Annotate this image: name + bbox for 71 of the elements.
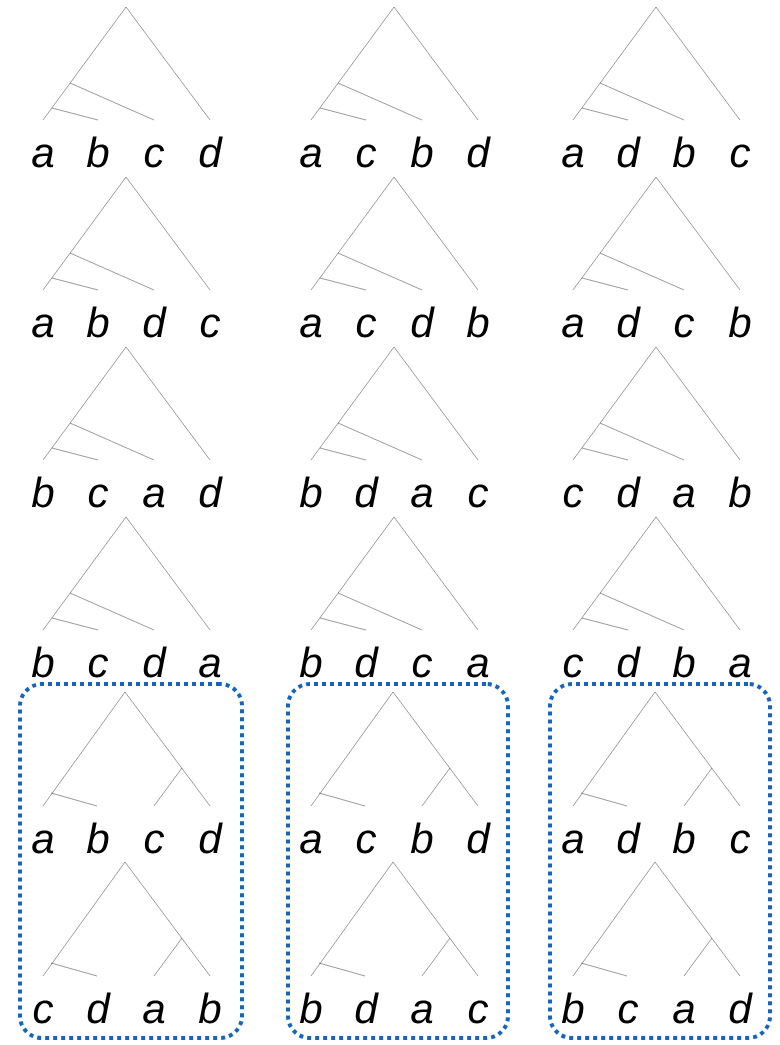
leaf-label: c — [563, 654, 584, 678]
leaf-label: d — [355, 992, 379, 1024]
leaf-label: c — [468, 484, 489, 508]
leaf-label: d — [729, 992, 753, 1024]
leaf-label: c — [144, 830, 165, 854]
leaf-label: a — [32, 830, 54, 854]
leaf-label: b — [31, 476, 54, 508]
leaf-label: d — [617, 476, 641, 508]
dotted-box — [286, 682, 510, 1040]
leaf-label: d — [617, 306, 641, 338]
leaf-label: c — [412, 654, 433, 678]
leaf-label: a — [32, 144, 54, 168]
leaf-label: d — [617, 822, 641, 854]
leaf-label: a — [673, 1000, 695, 1024]
leaf-label: b — [728, 306, 751, 338]
leaf-label: b — [410, 136, 433, 168]
leaf-label: a — [300, 144, 322, 168]
leaf-label: a — [199, 654, 221, 678]
leaf-label: a — [411, 1000, 433, 1024]
leaf-label: c — [200, 314, 221, 338]
leaf-label: d — [467, 822, 491, 854]
leaf-label: d — [199, 822, 223, 854]
leaf-label: d — [411, 306, 435, 338]
leaf-label: a — [562, 830, 584, 854]
leaf-label: d — [355, 476, 379, 508]
leaf-label: c — [356, 830, 377, 854]
leaf-label: a — [467, 654, 489, 678]
leaf-label: b — [672, 136, 695, 168]
leaf-label: b — [299, 646, 322, 678]
leaf-label: c — [356, 144, 377, 168]
leaf-label: a — [673, 484, 695, 508]
leaf-label: c — [356, 314, 377, 338]
leaf-label: d — [617, 646, 641, 678]
leaf-label: c — [468, 1000, 489, 1024]
leaf-label: d — [199, 136, 223, 168]
leaf-label: a — [411, 484, 433, 508]
leaf-label: a — [562, 144, 584, 168]
leaf-label: d — [143, 646, 167, 678]
leaf-label: b — [86, 306, 109, 338]
leaf-label: b — [86, 822, 109, 854]
leaf-label: c — [674, 314, 695, 338]
dotted-box — [548, 682, 772, 1040]
leaf-label: b — [299, 476, 322, 508]
leaf-label: c — [33, 1000, 54, 1024]
leaf-label: c — [88, 484, 109, 508]
leaf-label: b — [86, 136, 109, 168]
leaf-label: d — [467, 136, 491, 168]
dotted-box — [18, 682, 244, 1040]
leaf-label: a — [562, 314, 584, 338]
leaf-label: b — [198, 992, 221, 1024]
leaf-label: c — [618, 1000, 639, 1024]
leaf-label: a — [143, 1000, 165, 1024]
leaf-label: b — [728, 476, 751, 508]
leaf-label: c — [144, 144, 165, 168]
leaf-label: d — [617, 136, 641, 168]
leaf-label: b — [410, 822, 433, 854]
leaf-label: b — [299, 992, 322, 1024]
leaf-label: c — [730, 830, 751, 854]
leaf-label: a — [300, 830, 322, 854]
leaf-label: b — [561, 992, 584, 1024]
leaf-label: d — [143, 306, 167, 338]
leaf-label: c — [563, 484, 584, 508]
leaf-label: a — [32, 314, 54, 338]
leaf-label: a — [143, 484, 165, 508]
leaf-label: b — [672, 822, 695, 854]
leaf-label: d — [87, 992, 111, 1024]
leaf-label: d — [355, 646, 379, 678]
leaf-label: c — [730, 144, 751, 168]
leaf-label: d — [199, 476, 223, 508]
leaf-label: b — [466, 306, 489, 338]
leaf-label: a — [300, 314, 322, 338]
